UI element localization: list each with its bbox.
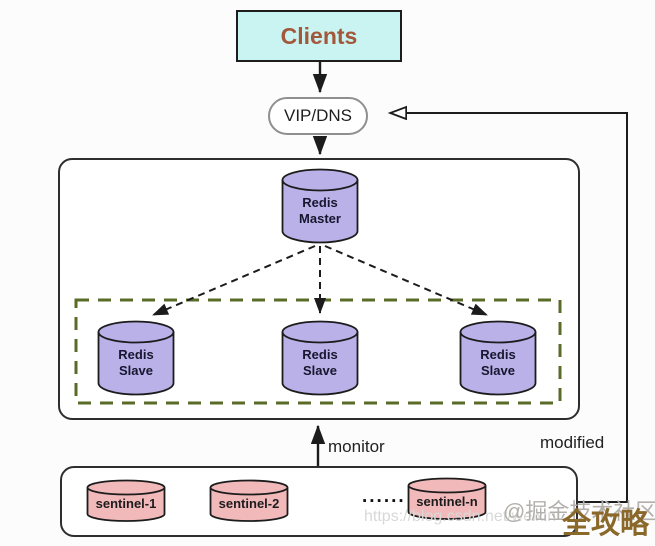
database-cylinder-icon bbox=[209, 479, 289, 522]
monitor-edge-label: monitor bbox=[328, 437, 385, 456]
clients-label: Clients bbox=[280, 22, 358, 49]
database-cylinder-icon bbox=[407, 477, 487, 520]
redis-master-cylinder: Redis Master bbox=[281, 168, 359, 244]
sentinel-cylinder: sentinel-n bbox=[407, 477, 487, 521]
redis-slave-cylinder: Redis Slave bbox=[281, 320, 359, 396]
vip-dns-label: VIP/DNS bbox=[283, 106, 353, 125]
modified-edge-label: modified bbox=[540, 433, 605, 452]
redis-slave-cylinder: Redis Slave bbox=[97, 320, 175, 396]
database-cylinder-icon bbox=[281, 168, 359, 244]
database-cylinder-icon bbox=[86, 479, 166, 522]
database-cylinder-icon bbox=[97, 320, 175, 396]
sentinel-cylinder: sentinel-2 bbox=[209, 479, 289, 523]
database-cylinder-icon bbox=[281, 320, 359, 396]
vip-dns-node: VIP/DNS bbox=[268, 97, 368, 135]
redis-slave-cylinder: Redis Slave bbox=[459, 320, 537, 396]
sentinel-cylinder: sentinel-1 bbox=[86, 479, 166, 523]
sentinel-ellipsis-label: ...... bbox=[362, 486, 406, 507]
database-cylinder-icon bbox=[459, 320, 537, 396]
clients-node: Clients bbox=[236, 10, 402, 62]
